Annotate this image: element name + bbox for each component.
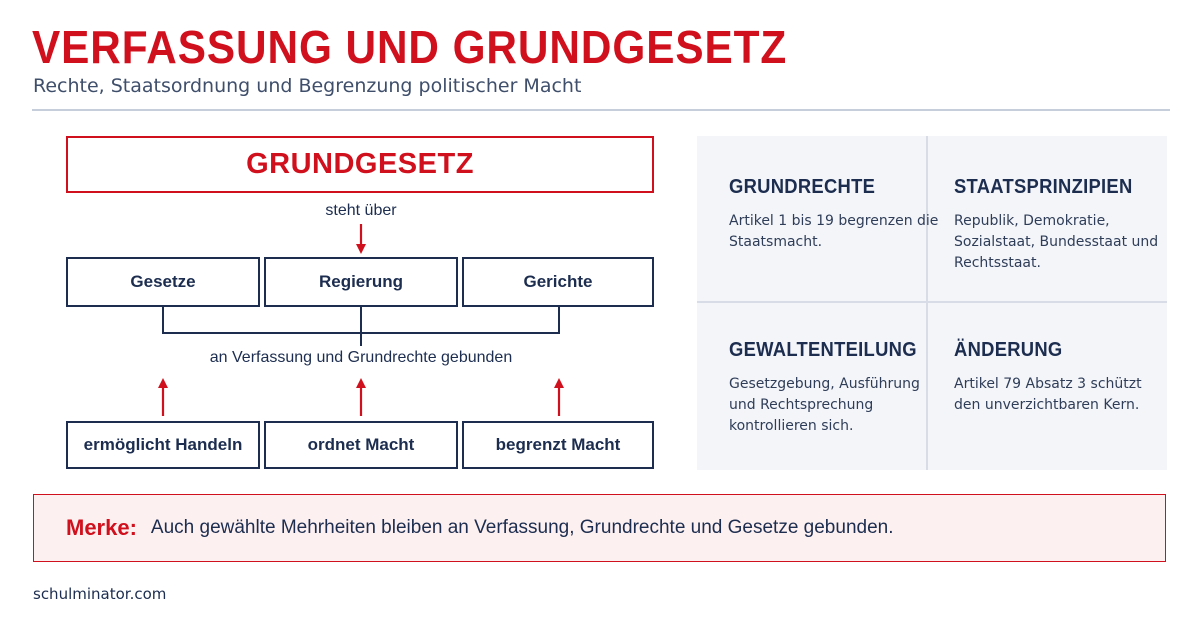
cell-text: Republik, Demokratie, Sozialstaat, Bunde… bbox=[954, 213, 1159, 271]
merke-label: Merke: bbox=[66, 515, 137, 540]
page-subtitle: Rechte, Staatsordnung und Begrenzung pol… bbox=[33, 75, 582, 97]
function-ordnet: ordnet Macht bbox=[264, 421, 458, 469]
info-panel: GRUNDRECHTE Artikel 1 bis 19 begrenzen d… bbox=[697, 136, 1167, 470]
bound-label: an Verfassung und Grundrechte gebunden bbox=[209, 349, 513, 366]
cell-heading: GRUNDRECHTE bbox=[729, 176, 876, 198]
cell-aenderung: ÄNDERUNG Artikel 79 Absatz 3 schützt den… bbox=[954, 339, 1164, 416]
page-title: VERFASSUNG UND GRUNDGESETZ bbox=[32, 21, 788, 73]
branch-gerichte: Gerichte bbox=[462, 257, 654, 307]
cell-staatsprinzipien: STAATSPRINZIPIEN Republik, Demokratie, S… bbox=[954, 176, 1164, 274]
cell-heading: ÄNDERUNG bbox=[954, 339, 1063, 361]
branch-gesetze: Gesetze bbox=[66, 257, 260, 307]
footer-source: schulminator.com bbox=[33, 585, 167, 603]
cell-grundrechte: GRUNDRECHTE Artikel 1 bis 19 begrenzen d… bbox=[729, 176, 939, 253]
merke-text: Auch gewählte Mehrheiten bleiben an Verf… bbox=[150, 517, 894, 538]
panel-vertical-divider bbox=[926, 136, 928, 470]
function-ermoeglicht: ermöglicht Handeln bbox=[66, 421, 260, 469]
cell-text: Artikel 79 Absatz 3 schützt den unverzic… bbox=[954, 376, 1142, 413]
function-begrenzt: begrenzt Macht bbox=[462, 421, 654, 469]
cell-gewaltenteilung: GEWALTENTEILUNG Gesetzgebung, Ausführung… bbox=[729, 339, 939, 437]
cell-heading: STAATSPRINZIPIEN bbox=[954, 176, 1133, 198]
branches-bracket bbox=[162, 306, 560, 346]
merke-box: Merke: Auch gewählte Mehrheiten bleiben … bbox=[33, 494, 1166, 562]
cell-heading: GEWALTENTEILUNG bbox=[729, 339, 917, 361]
steht-ueber-label: steht über bbox=[325, 202, 397, 219]
header-divider bbox=[32, 109, 1170, 111]
cell-text: Gesetzgebung, Ausführung und Rechtsprech… bbox=[729, 376, 920, 434]
panel-horizontal-divider bbox=[697, 301, 1167, 303]
grundgesetz-box: GRUNDGESETZ bbox=[66, 136, 654, 193]
cell-text: Artikel 1 bis 19 begrenzen die Staatsmac… bbox=[729, 213, 939, 250]
branch-regierung: Regierung bbox=[264, 257, 458, 307]
